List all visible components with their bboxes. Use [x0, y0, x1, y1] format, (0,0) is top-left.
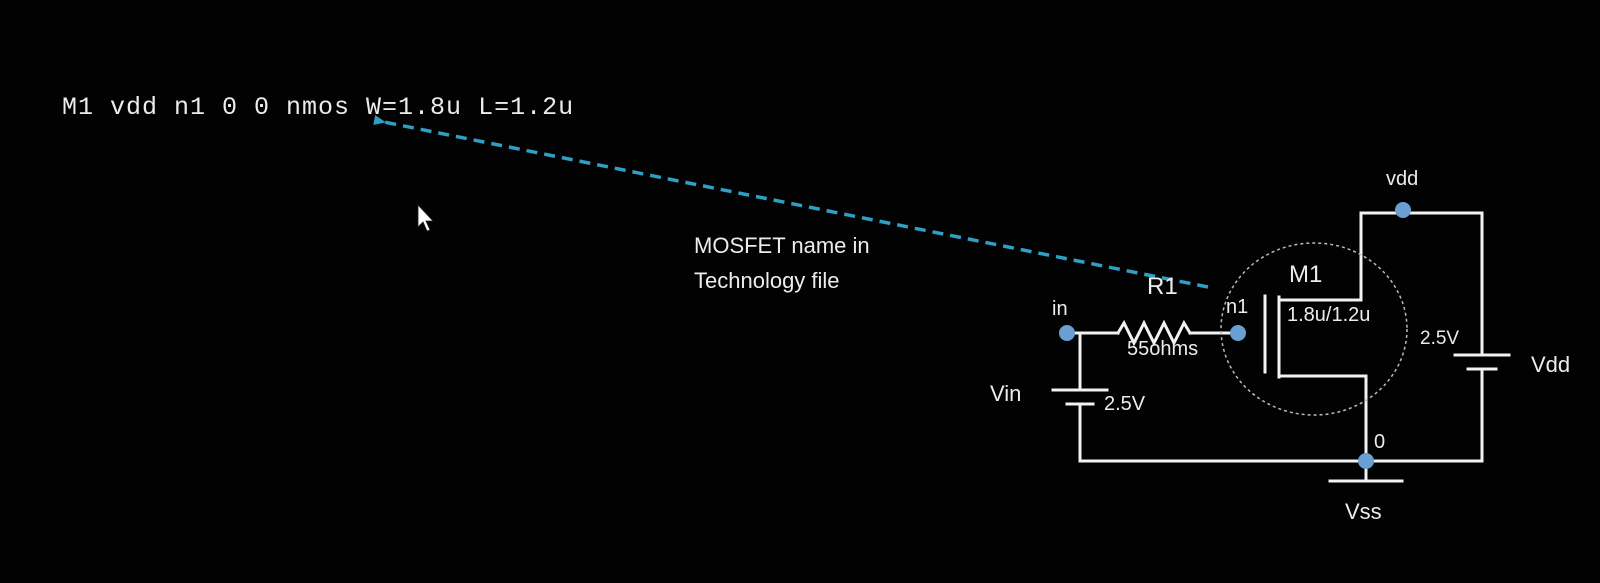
vss-label: Vss — [1345, 499, 1382, 524]
vin-source-label: Vin — [990, 381, 1021, 406]
node-in-label: in — [1052, 298, 1068, 320]
vdd-value-label: 2.5V — [1420, 328, 1459, 349]
node-in-dot — [1059, 325, 1075, 341]
mouse-cursor-icon — [417, 203, 434, 232]
node-n1-label: n1 — [1226, 296, 1248, 318]
netlist-line: M1 vdd n1 0 0 nmos W=1.8u L=1.2u — [62, 93, 574, 122]
circuit-wires — [1065, 211, 1484, 483]
mosfet-size-label: 1.8u/1.2u — [1287, 304, 1370, 326]
pointer-arrow — [373, 115, 1209, 289]
annotation-line-1: MOSFET name in — [694, 233, 870, 258]
vdd-battery-symbol — [1453, 353, 1511, 371]
vin-battery-symbol — [1051, 388, 1109, 406]
node-n1-dot — [1230, 325, 1246, 341]
annotation-line-2: Technology file — [694, 268, 840, 293]
node-vdd-dot — [1395, 202, 1411, 218]
resistor-value-label: 55ohms — [1127, 338, 1198, 360]
vin-value-label: 2.5V — [1104, 393, 1146, 415]
node-ground-label: 0 — [1374, 431, 1385, 453]
node-vdd-label: vdd — [1386, 168, 1418, 190]
resistor-name-label: R1 — [1147, 273, 1178, 300]
vdd-source-label: Vdd — [1531, 352, 1570, 377]
mosfet-name-label: M1 — [1289, 261, 1322, 288]
mosfet-highlight-circle — [1220, 242, 1408, 416]
node-ground-dot — [1358, 453, 1374, 469]
